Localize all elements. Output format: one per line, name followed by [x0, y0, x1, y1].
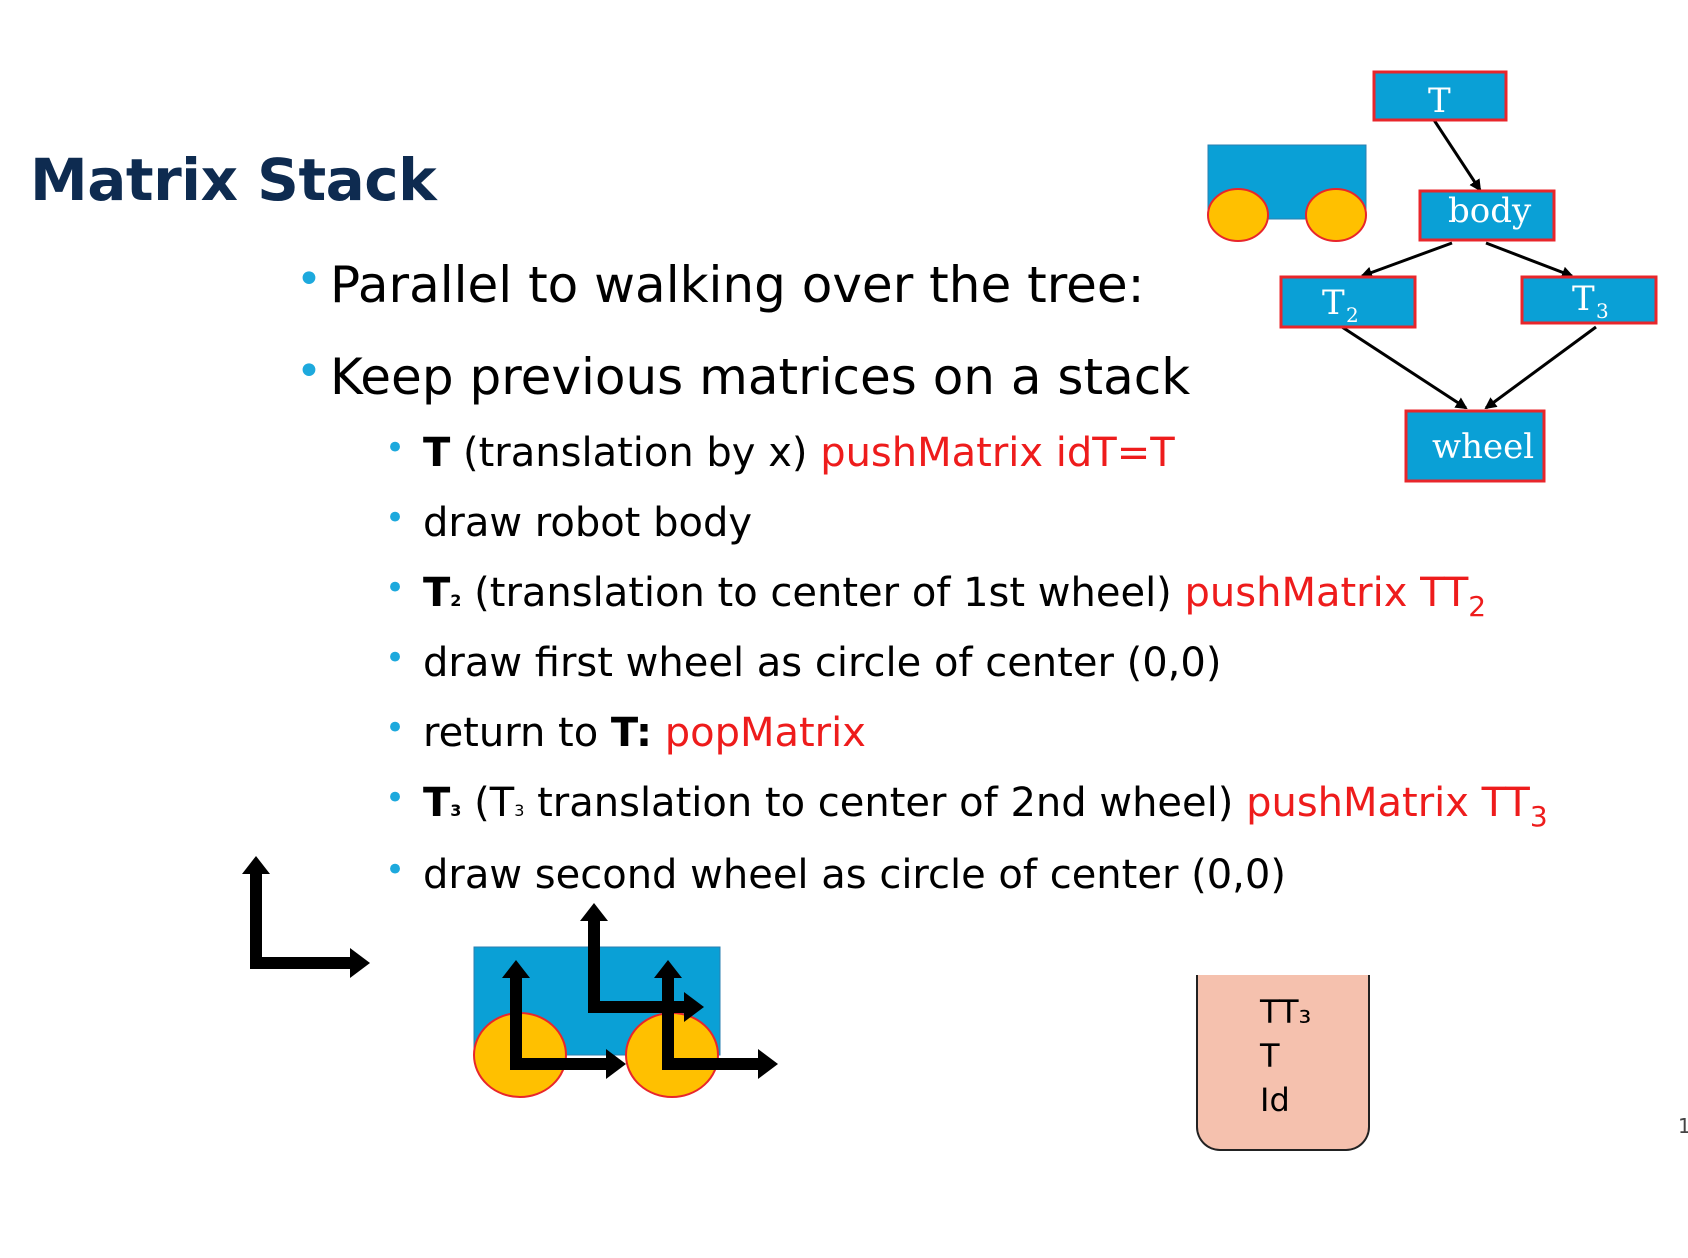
bullet-parallel: • Parallel to walking over the tree:	[296, 254, 1145, 314]
bullet-dot: •	[385, 428, 406, 468]
tree-node-T-label: T	[1428, 81, 1451, 121]
car-wheel-left	[1207, 188, 1269, 242]
edge-body-T3	[1485, 241, 1574, 279]
edge-T2-wheel	[1341, 325, 1468, 410]
matrix-stack: TT₃ T Id	[1196, 975, 1370, 1151]
car-body	[1207, 144, 1367, 220]
bullet-dot: •	[385, 568, 406, 608]
sub-bullet-3: • T2 (translation to center of 1st wheel…	[385, 568, 1487, 623]
stack-item-middle: T	[1260, 1037, 1280, 1075]
slide-title: Matrix Stack	[30, 146, 437, 214]
tree-node-T3-sub: 3	[1596, 299, 1609, 323]
tree-node-body	[1418, 189, 1556, 242]
bullet-dot: •	[296, 346, 322, 397]
bullet-dot: •	[385, 850, 406, 890]
tree-node-wheel	[1404, 409, 1546, 483]
tree-node-T2-sub: 2	[1346, 303, 1359, 327]
sub-bullet-6: • T3 (T3 translation to center of 2nd wh…	[385, 778, 1548, 833]
tree-node-wheel-label: wheel	[1432, 427, 1534, 467]
car-wheel-right	[1305, 188, 1367, 242]
page-number: 1	[1678, 1114, 1688, 1138]
bullet-dot: •	[296, 254, 322, 305]
frame-arrow-icon-wheel2	[654, 960, 778, 1079]
car-wheel-large-left	[473, 1012, 567, 1098]
sub-bullet-7: • draw second wheel as circle of center …	[385, 850, 1286, 898]
sub-bullet-1: • T (translation by x) pushMatrix idT=T	[385, 428, 1175, 476]
bullet-keep-stack: • Keep previous matrices on a stack	[296, 346, 1191, 406]
sub-bullet-2: • draw robot body	[385, 498, 753, 546]
stack-item-bottom: Id	[1260, 1081, 1290, 1119]
bullet-dot: •	[385, 498, 406, 538]
bullet-dot: •	[385, 708, 406, 748]
bullet-dot: •	[385, 638, 406, 678]
edge-T-body	[1432, 119, 1482, 192]
edge-body-T2	[1360, 241, 1453, 279]
tree-node-body-label: body	[1448, 191, 1532, 231]
bullet-dot: •	[385, 778, 406, 818]
car-wheel-large-right	[625, 1012, 719, 1098]
car-body-large	[473, 946, 721, 1056]
stack-item-top: TT₃	[1260, 993, 1312, 1031]
frame-arrow-icon-left	[242, 856, 370, 978]
tree-node-T2	[1279, 275, 1417, 329]
frame-arrow-icon-body	[580, 903, 704, 1022]
tree-node-T3	[1520, 275, 1658, 325]
edge-T3-wheel	[1484, 325, 1597, 410]
tree-node-T2-label: T	[1322, 283, 1345, 323]
tree-node-T3-label: T	[1572, 279, 1595, 319]
frame-arrow-icon-wheel1	[502, 960, 626, 1079]
sub-bullet-5: • return to T: popMatrix	[385, 708, 866, 756]
sub-bullet-4: • draw first wheel as circle of center (…	[385, 638, 1222, 686]
tree-node-T	[1372, 70, 1508, 122]
